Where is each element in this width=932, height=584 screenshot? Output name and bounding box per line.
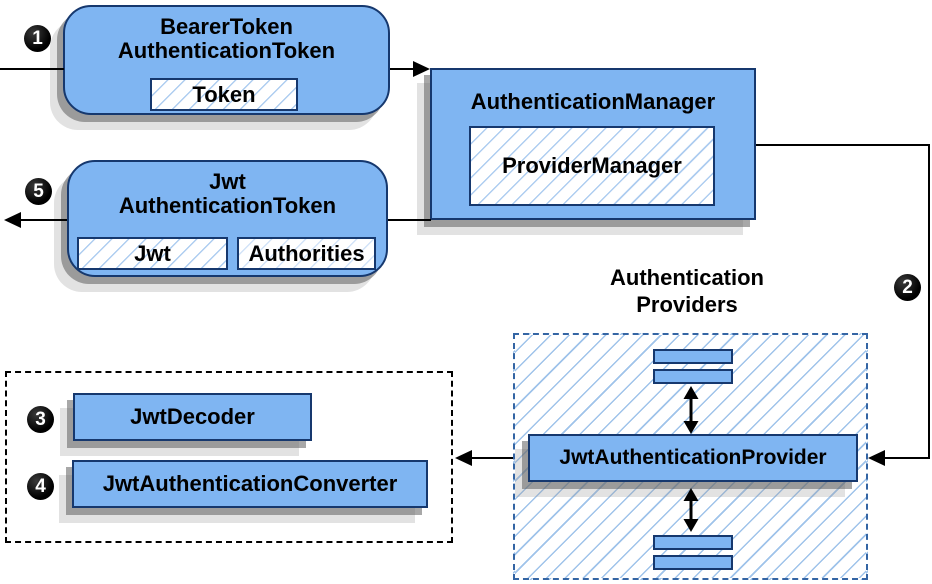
bearer-token-title-line1: BearerToken (160, 14, 293, 39)
step-badge-1-number: 1 (32, 28, 43, 49)
step-badge-2: 2 (894, 274, 921, 301)
step-badge-4-number: 4 (35, 476, 46, 497)
jwt-authentication-converter-node: JwtAuthenticationConverter (72, 460, 428, 508)
jwt-token-node-title: Jwt AuthenticationToken (69, 162, 386, 218)
step-badge-5: 5 (25, 178, 52, 205)
step-badge-2-number: 2 (902, 277, 913, 298)
arrow-provider-to-converters-head (455, 450, 472, 466)
provider-bar-bottom-1 (653, 535, 733, 550)
provider-bar-top-1 (653, 349, 733, 364)
jwt-field: Jwt (77, 237, 228, 270)
provider-manager-label: ProviderManager (502, 153, 682, 178)
jwt-authentication-provider-node: JwtAuthenticationProvider (528, 434, 858, 482)
arrow-to-provider-head (868, 450, 885, 466)
jwt-decoder-label: JwtDecoder (130, 404, 255, 429)
bearer-token-title-line2: AuthenticationToken (117, 38, 336, 63)
decoder-converter-group-box (5, 371, 453, 543)
jwt-decoder-node: JwtDecoder (73, 393, 312, 441)
jwt-field-label: Jwt (134, 240, 171, 266)
bearer-token-node-title: BearerToken AuthenticationToken (65, 7, 388, 63)
arrow-to-auth-manager-head (413, 61, 430, 77)
authentication-manager-title: AuthenticationManager (470, 89, 716, 114)
providers-group-label: Authentication Providers (587, 264, 787, 318)
step-badge-1: 1 (24, 25, 51, 52)
provider-bar-top-2 (653, 369, 733, 384)
jwt-authentication-provider-label: JwtAuthenticationProvider (559, 446, 827, 469)
step-badge-5-number: 5 (33, 181, 44, 202)
authorities-field: Authorities (237, 237, 376, 270)
step-badge-4: 4 (27, 473, 54, 500)
jwt-token-title-line2: AuthenticationToken (118, 193, 337, 218)
bearer-token-authentication-token-node: BearerToken AuthenticationToken (63, 5, 390, 115)
providers-group-label-line1: Authentication (610, 265, 764, 290)
provider-bar-bottom-2 (653, 555, 733, 570)
token-field-label: Token (192, 81, 256, 107)
step-badge-3: 3 (27, 406, 54, 433)
arrow-jwt-token-out-head (4, 212, 21, 228)
provider-manager-field: ProviderManager (469, 126, 715, 206)
step-badge-3-number: 3 (35, 409, 46, 430)
jwt-authentication-converter-label: JwtAuthenticationConverter (102, 471, 398, 496)
authorities-field-label: Authorities (248, 240, 365, 266)
jwt-token-title-line1: Jwt (209, 169, 246, 194)
providers-group-label-line2: Providers (636, 292, 738, 317)
token-field: Token (150, 78, 298, 111)
